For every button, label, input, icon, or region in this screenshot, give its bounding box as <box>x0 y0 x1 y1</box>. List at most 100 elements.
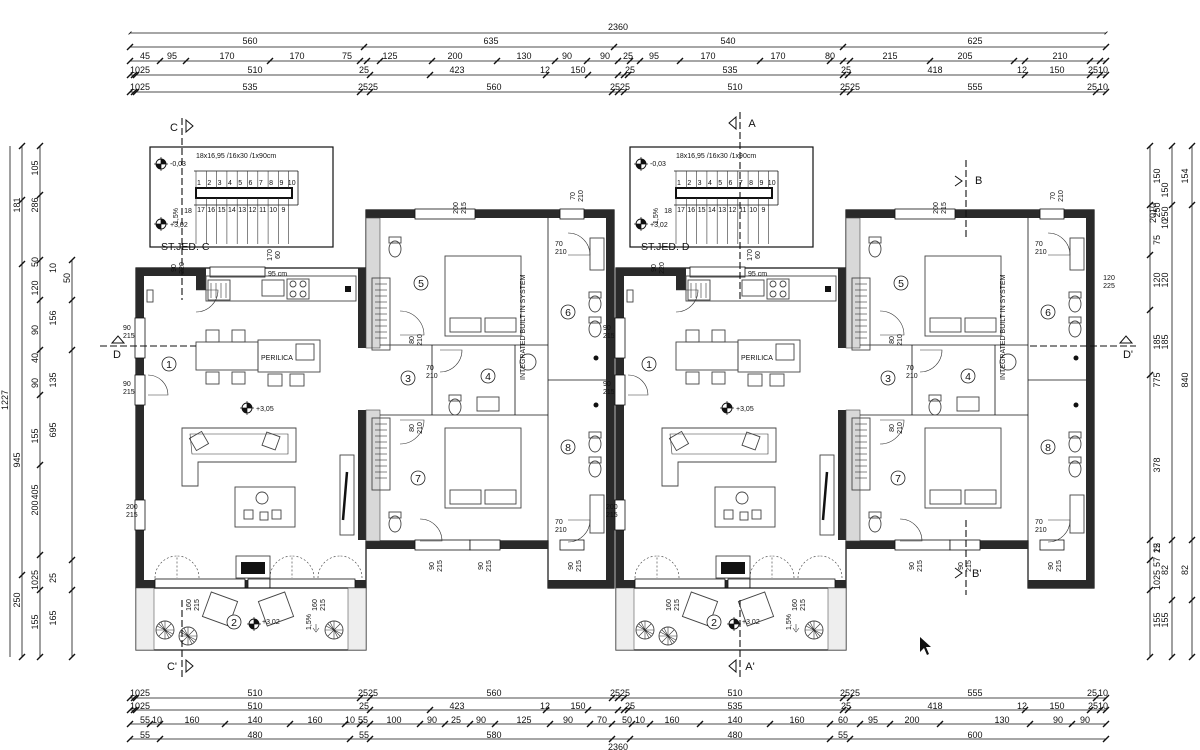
dimension-label: 405 <box>30 484 40 499</box>
opening-label: 90 <box>123 325 131 332</box>
wall-stub <box>676 268 686 290</box>
dimension-label: 2010 <box>1148 203 1158 223</box>
dimension-label: 100 <box>386 715 401 725</box>
dimension-label: 1025 <box>1152 570 1162 590</box>
wall-top-right <box>846 210 1094 218</box>
dim-left-outer: 1227 <box>0 390 10 410</box>
bathroom-8 <box>1068 402 1085 534</box>
room-number: 7 <box>895 473 901 485</box>
dimension-label: 510 <box>247 65 262 75</box>
opening-label: 200 <box>933 202 940 214</box>
opening-label: 210 <box>1035 249 1047 256</box>
island-sink <box>775 343 795 361</box>
room-number: 3 <box>405 373 411 385</box>
bar-stool <box>747 373 763 387</box>
fridge-icon <box>825 286 831 292</box>
dimension-label: 155 <box>1152 612 1162 627</box>
floor-level-label: +3,05 <box>256 406 274 413</box>
dimension-label: 2525 <box>358 82 378 92</box>
planter-right <box>347 587 367 651</box>
dining-chair <box>205 329 220 343</box>
stair-step-number: 11 <box>259 207 266 214</box>
dimension-label: 82 <box>1160 565 1170 575</box>
dimension-label: 150 <box>1152 168 1162 183</box>
dimension-label: 215 <box>882 51 897 61</box>
partition <box>365 217 381 349</box>
opening-label: 225 <box>1103 283 1115 290</box>
bathtub <box>589 494 605 534</box>
fireplace-icon <box>241 562 265 574</box>
decor-icon <box>751 509 762 520</box>
dining-chair <box>685 329 700 343</box>
window-opening <box>134 374 146 406</box>
dimension-label: 12 <box>1152 543 1162 553</box>
stair-step-number: 10 <box>288 180 296 187</box>
dimension-label: 10 <box>1098 65 1108 75</box>
slope-arrow-icon <box>312 624 320 633</box>
drain-icon <box>1073 355 1079 361</box>
room-number: 6 <box>1045 307 1051 319</box>
dimension-tick <box>36 461 44 469</box>
toilet-4: INTEGRATED BUILT IN SYSTEM <box>928 274 1017 416</box>
ladder-icon <box>626 289 634 303</box>
dimension-label: 12 <box>540 65 550 75</box>
opening-label: 160 <box>186 599 193 611</box>
walls <box>134 208 615 590</box>
cushion-icon <box>741 431 761 451</box>
door-toilet-4 <box>439 349 463 373</box>
decor-icon <box>739 511 749 521</box>
balcony-level-label: +3,02 <box>742 619 760 626</box>
dimension-label: 25 <box>623 51 633 61</box>
dimension-label: 423 <box>449 65 464 75</box>
dimension-label: 25 <box>625 701 635 711</box>
opening-label: 90 <box>429 562 436 570</box>
opening-label: 60 <box>755 251 762 259</box>
opening-label: 170 <box>267 249 274 261</box>
dimension-tick <box>68 586 76 594</box>
balcony-outline <box>615 587 847 651</box>
dimension-label: 155 <box>30 428 40 443</box>
opening-label: 215 <box>603 389 615 396</box>
stair-step-number: 9 <box>281 207 285 214</box>
slope-label: 1,5% <box>173 208 180 224</box>
plant-icon <box>658 626 678 646</box>
dimension-tick <box>68 346 76 354</box>
opening-label: 90 <box>958 562 965 570</box>
dimension-label: 95 <box>649 51 659 61</box>
balcony: +3,02 1,5% <box>615 587 847 651</box>
window-opening <box>134 317 146 359</box>
dimension-label: 55 <box>140 730 150 740</box>
wall-top-right <box>366 210 614 218</box>
burner-icon <box>769 280 777 288</box>
sofa <box>661 427 777 487</box>
section-b-top-label: B <box>975 175 982 187</box>
lounge-chair <box>201 591 239 627</box>
section-markers: AA'D' <box>728 112 1136 680</box>
section-label: C' <box>167 661 177 673</box>
dimension-tick <box>68 653 76 661</box>
slope-arrow-icon <box>792 624 800 633</box>
balcony-slope-label: 1,5% <box>786 614 793 630</box>
dimension-label: 510 <box>247 701 262 711</box>
bar-stool <box>769 373 785 387</box>
wall-partition <box>358 268 366 348</box>
opening-label: 220 <box>179 262 186 274</box>
room-number-circle <box>560 439 576 455</box>
dimension-label: 57 <box>1152 557 1162 567</box>
stair-step-number: 12 <box>729 207 737 214</box>
stair-spec-label: 18x16,95 /16x30 /1x90cm <box>676 153 756 160</box>
dimension-tick <box>1146 536 1154 544</box>
dimension-label: 170 <box>219 51 234 61</box>
wall-top-left <box>616 268 676 276</box>
opening-label: 200 <box>606 504 618 511</box>
burner-icon <box>779 290 787 298</box>
doors <box>147 232 591 579</box>
window-opening <box>559 208 585 220</box>
room-number-circle <box>413 275 429 291</box>
section-arrow-icon <box>110 335 126 344</box>
dimension-label: 250 <box>1160 206 1170 221</box>
integrated-label: INTEGRATED BUILT IN SYSTEM <box>520 274 527 380</box>
dimension-label: 200 <box>904 715 919 725</box>
opening-label: 215 <box>126 512 138 519</box>
